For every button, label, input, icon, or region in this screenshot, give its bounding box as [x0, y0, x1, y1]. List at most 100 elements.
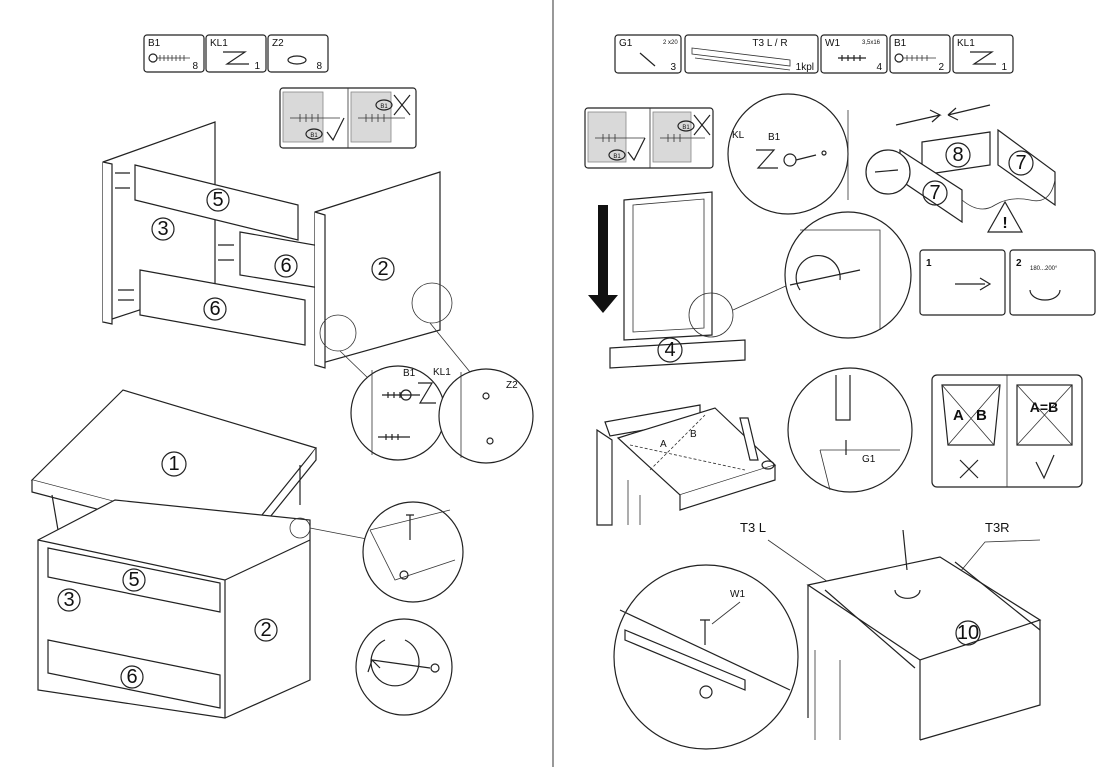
svg-text:3: 3 [63, 589, 74, 611]
part-qty: 8 [316, 61, 322, 72]
detail-zoom-kl-b1: KL B1 [727, 93, 849, 215]
svg-text:180...200°: 180...200° [1030, 266, 1058, 272]
clip-icon [418, 382, 436, 404]
svg-text:KL1: KL1 [433, 367, 451, 378]
screwdriver-icon [902, 529, 908, 571]
part-box-t3 [684, 34, 819, 74]
part-box-b1 [143, 34, 205, 73]
detail-zoom-cap: Z2 [438, 368, 534, 464]
svg-text:A=B: A=B [1030, 399, 1058, 415]
svg-text:8: 8 [952, 144, 963, 166]
svg-text:B1: B1 [768, 132, 781, 143]
svg-text:3,5x16: 3,5x16 [862, 40, 881, 46]
svg-text:B1: B1 [380, 104, 388, 110]
svg-text:B1: B1 [613, 154, 621, 160]
checkmark-icon [627, 137, 646, 162]
clip-icon [970, 51, 996, 65]
svg-text:7: 7 [929, 182, 940, 204]
detail-zoom-g1-pin: G1 [787, 367, 913, 493]
hammer-icon [739, 417, 759, 461]
svg-text:G1: G1 [619, 38, 633, 49]
detail-zoom-clip-turn [355, 618, 453, 716]
carcass-exploded-view: 3 5 6 6 2 [102, 121, 471, 381]
part-box-b1 [889, 34, 951, 74]
drawer-front-step: 4 [588, 191, 789, 369]
wood-screw-icon [838, 55, 866, 61]
svg-text:W1: W1 [825, 38, 840, 49]
svg-text:3: 3 [157, 218, 168, 240]
drawer-box-exploded: 8 7 7 ! [865, 104, 1056, 233]
svg-text:4: 4 [664, 339, 675, 361]
svg-text:2 x20: 2 x20 [663, 40, 678, 46]
rails-installation: T3 L T3R 10 [740, 520, 1042, 741]
detail-zoom-clip-insert [784, 211, 912, 339]
part-box-z2 [267, 34, 329, 73]
svg-text:B1: B1 [894, 38, 907, 49]
svg-text:10: 10 [957, 622, 979, 644]
panel-5 [134, 164, 299, 241]
screw-icon [148, 53, 190, 63]
svg-text:2: 2 [1016, 258, 1022, 269]
part-box-kl1 [205, 34, 267, 73]
screw-depth-hint-right: B1 B1 [584, 107, 714, 169]
cross-icon [693, 114, 711, 136]
left-parts-list: B1 8 KL1 1 Z2 8 [143, 34, 329, 73]
svg-text:A: A [953, 407, 964, 424]
svg-text:B: B [976, 407, 987, 424]
panel-6-bottom [47, 639, 221, 709]
part-code: KL1 [210, 38, 228, 49]
right-parts-list: G1 2 x20 3 T3 L / R 1kpl W1 3,5x16 4 B1 … [614, 34, 1014, 74]
svg-text:B1: B1 [403, 368, 416, 379]
svg-text:B1: B1 [682, 125, 690, 131]
svg-text:1: 1 [1001, 62, 1007, 73]
svg-text:3: 3 [670, 62, 676, 73]
svg-text:W1: W1 [730, 589, 745, 600]
rail-icon [691, 47, 791, 71]
clip-icon [223, 51, 249, 65]
svg-text:1: 1 [926, 258, 932, 269]
svg-text:T3R: T3R [985, 520, 1010, 535]
warning-icon [986, 200, 1024, 233]
part-box-kl1 [952, 34, 1014, 74]
svg-text:2: 2 [938, 62, 944, 73]
svg-text:5: 5 [212, 189, 223, 211]
diagonal-check: A B A=B [931, 374, 1083, 488]
carcass-with-top: 1 5 6 3 2 [30, 389, 373, 719]
rotation-steps: 1 2 180...200° [919, 249, 1096, 316]
rotate-arrow-icon [1029, 289, 1061, 301]
svg-text:G1: G1 [862, 454, 876, 465]
svg-text:B1: B1 [310, 133, 318, 139]
checkmark-icon [1035, 454, 1055, 480]
part-code: Z2 [272, 38, 284, 49]
svg-text:B: B [690, 429, 697, 440]
svg-text:6: 6 [209, 298, 220, 320]
svg-text:1: 1 [168, 453, 179, 475]
detail-zoom-screw-clip: B1 KL1 [350, 365, 451, 461]
svg-text:2: 2 [260, 619, 271, 641]
screw-icon [894, 53, 936, 63]
svg-text:6: 6 [280, 255, 291, 277]
cross-icon [393, 94, 411, 116]
svg-text:4: 4 [876, 62, 882, 73]
svg-text:7: 7 [1015, 152, 1026, 174]
push-arrow-icon [895, 109, 942, 126]
cross-icon [959, 459, 979, 479]
part-box-w1 [820, 34, 888, 74]
panel-7-right [997, 128, 1056, 207]
part-qty: 1 [254, 61, 260, 72]
rotate-arrow-icon [367, 658, 381, 673]
left-arrow-icon [955, 277, 992, 291]
svg-text:T3 L / R: T3 L / R [752, 38, 787, 49]
svg-text:!: ! [1002, 215, 1007, 232]
panel-6-lower [139, 269, 306, 346]
svg-text:T3 L: T3 L [740, 520, 766, 535]
part-code: B1 [148, 38, 161, 49]
part-qty: 8 [192, 61, 198, 72]
svg-text:5: 5 [128, 569, 139, 591]
part-box-g1 [614, 34, 682, 74]
detail-zoom-top-screw [362, 501, 464, 603]
cap-icon [287, 55, 307, 65]
checkmark-icon [326, 117, 345, 142]
svg-text:6: 6 [126, 666, 137, 688]
